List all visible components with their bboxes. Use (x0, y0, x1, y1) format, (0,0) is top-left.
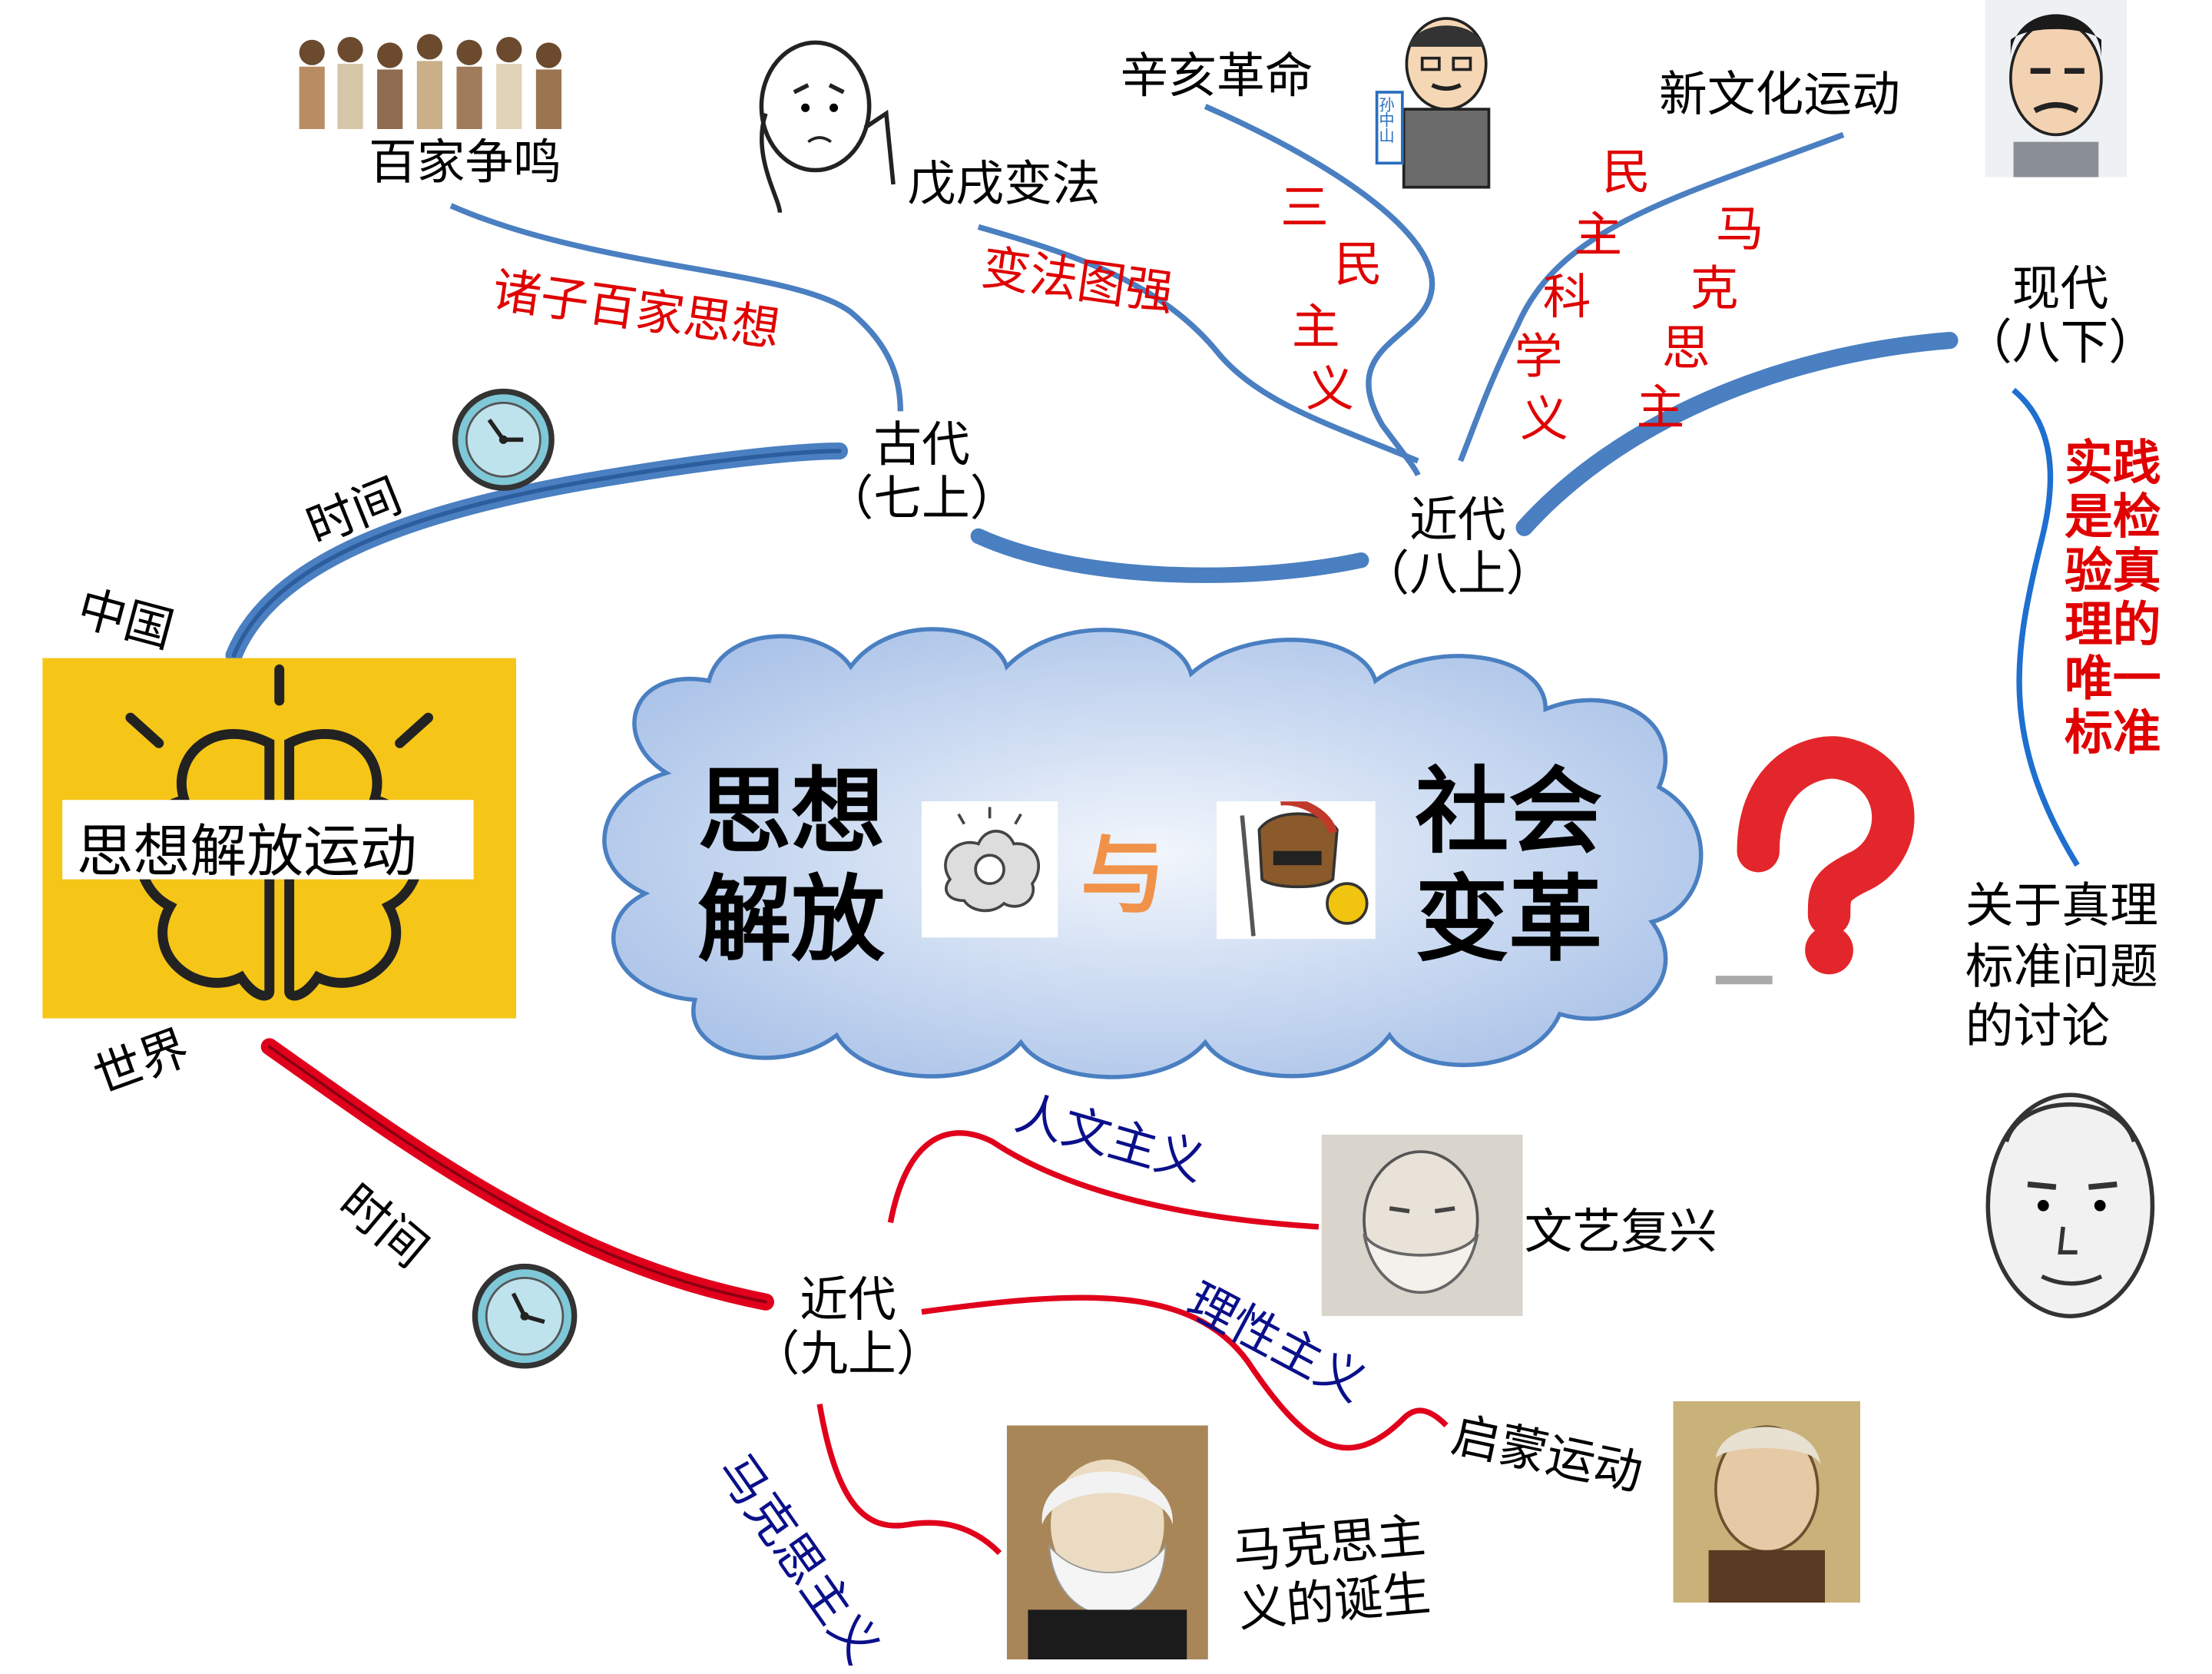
line-xinhai (1204, 104, 1435, 477)
philosophers-image (290, 22, 588, 132)
branch-ancient-modern (970, 528, 1369, 583)
wuxu-portrait (751, 28, 900, 213)
event-wuxu: 戊戌变法 (907, 156, 1101, 213)
event-marxism-birth: 马克思主 义的诞生 (1230, 1507, 1433, 1640)
line-marxism (816, 1404, 1002, 1556)
center-left-text: 思想 解放 (697, 757, 885, 975)
clock-icon (452, 388, 555, 491)
event-renaissance: 文艺复兴 (1524, 1204, 1717, 1261)
line-newculture (1458, 131, 1845, 462)
event-newculture: 新文化运动 (1658, 66, 1900, 124)
branch-modern-contemporary (1515, 331, 1959, 536)
theme-xinhai: 三 民 主 义 (1280, 180, 1382, 419)
lightbulb-brain-icon (921, 801, 1058, 938)
connector-word: 与 (1080, 827, 1166, 927)
line-enlightenment (921, 1294, 1449, 1451)
line-wuxu (977, 224, 1419, 464)
event-truth-discussion: 关于真理 标准问题 的讨论 (1965, 877, 2158, 1056)
sun-badge: 孙中山 (1376, 96, 1396, 144)
node-modern-china: 近代 （八上） (1361, 492, 1555, 603)
question-mark-icon (1715, 736, 1915, 985)
marx-portrait (1006, 1425, 1208, 1659)
node-contemporary: 现代 （八下） (1963, 260, 2157, 372)
spartan-helmet-icon (1216, 801, 1376, 940)
node-ancient: 古代 （七上） (825, 416, 1018, 528)
event-xinhai: 辛亥革命 (1120, 48, 1313, 105)
line-truth (2012, 387, 2080, 867)
line-renaissance (887, 1130, 1320, 1230)
davinci-portrait (1321, 1134, 1523, 1317)
deng-portrait (1964, 1071, 2177, 1347)
node-modern-world: 近代 （九上） (751, 1271, 945, 1384)
center-right-text: 社会 变革 (1415, 757, 1603, 975)
sun-yatsen-portrait (1369, 7, 1525, 191)
montesquieu-portrait (1673, 1401, 1861, 1603)
theme-newculture-democracy: 民 主 科 学 (1514, 144, 1651, 386)
line-baijia (449, 203, 903, 412)
clock-icon (472, 1263, 578, 1369)
theme-truth: 实践 是检 验真 理的 唯一 标准 (2064, 435, 2161, 763)
event-baijia: 百家争鸣 (368, 134, 562, 192)
luxun-portrait (1985, 0, 2128, 177)
cloud-shape (602, 627, 1704, 1079)
branch-world-main (260, 1038, 774, 1311)
thought-liberation-label: 思想解放运动 (62, 800, 474, 885)
theme-newculture-marxism: 马 克 思 主 义 (1520, 201, 1764, 449)
